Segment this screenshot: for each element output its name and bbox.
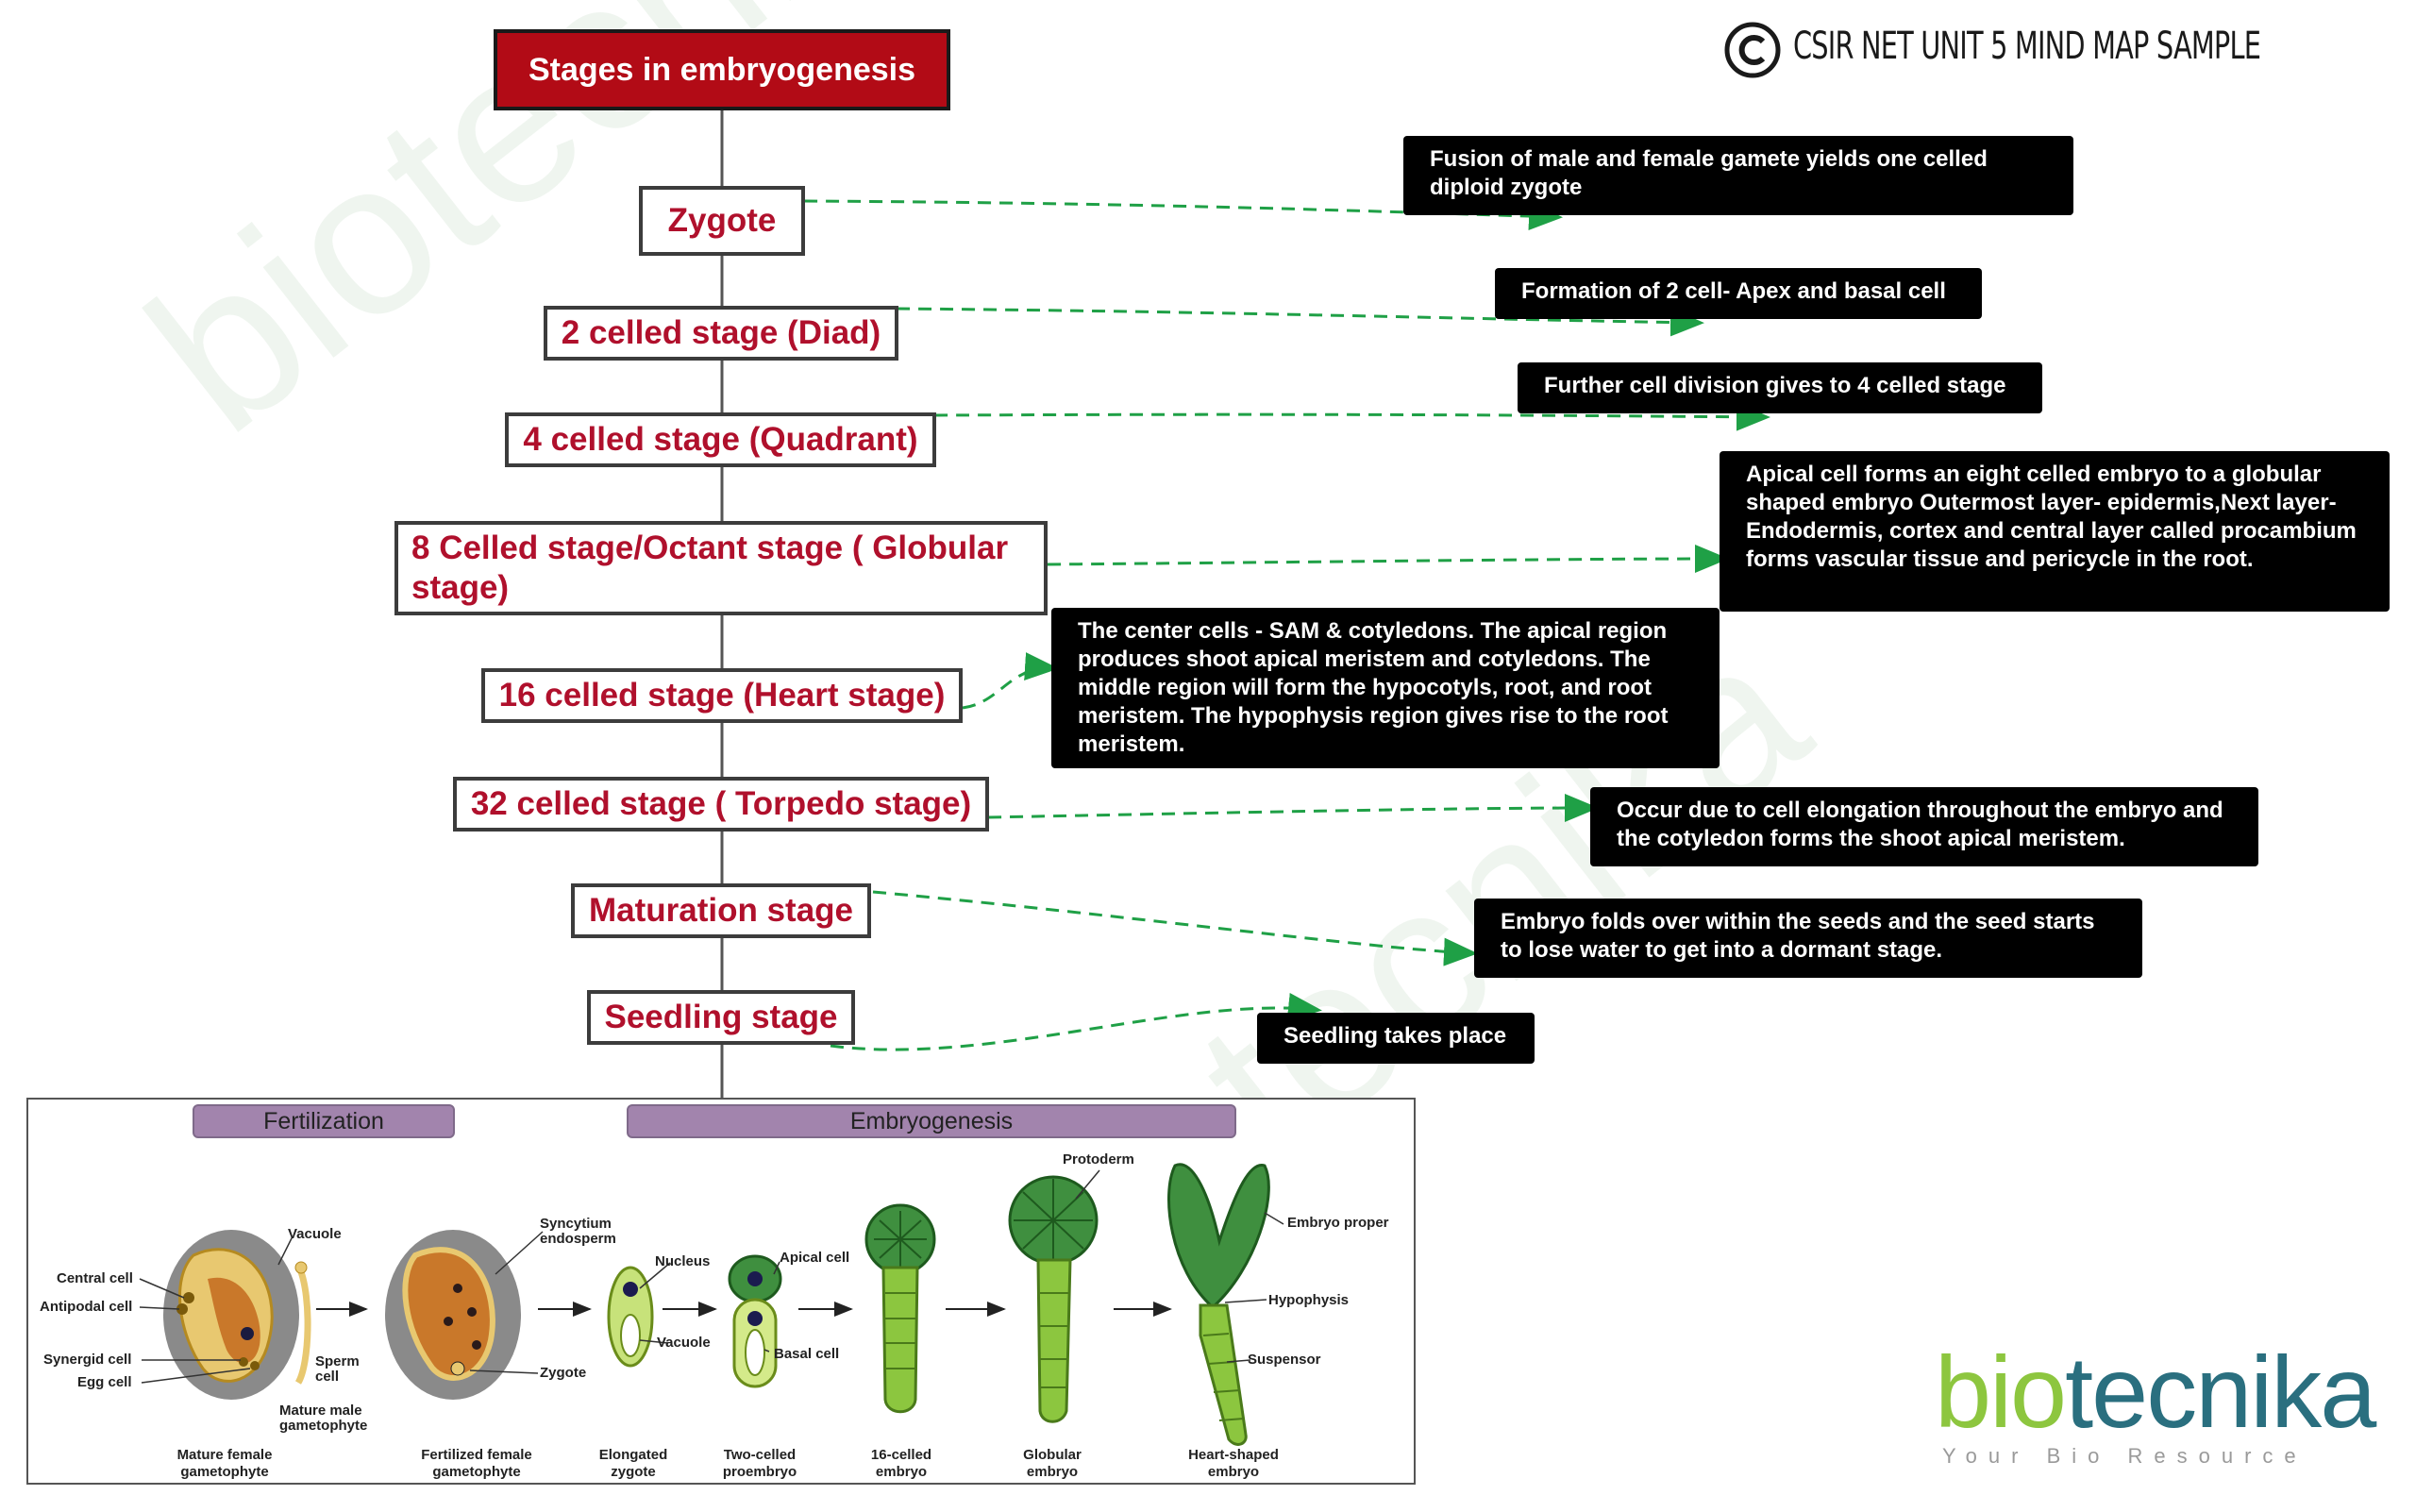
stage-torpedo: 32 celled stage ( Torpedo stage) [453, 777, 989, 832]
label-vacuole: Vacuole [288, 1226, 342, 1242]
logo-part-tecni: tecni [2065, 1335, 2273, 1449]
logo-wordmark: biotecnika [1935, 1340, 2376, 1444]
label-protoderm: Protoderm [1063, 1151, 1134, 1168]
label-syncytium: Syncytium endosperm [540, 1216, 616, 1247]
link-quadrant [933, 402, 1770, 431]
label-nucleus: Nucleus [655, 1253, 711, 1269]
note-seedling: Seedling takes place [1257, 1013, 1535, 1064]
note-diad: Formation of 2 cell- Apex and basal cell [1495, 268, 1982, 319]
note-text: Further cell division gives to 4 celled … [1544, 373, 2006, 398]
note-zygote: Fusion of male and female gamete yields … [1403, 136, 2073, 215]
caption-heart-shaped: Heart-shaped embryo [1188, 1447, 1279, 1480]
stage-label: Maturation stage [588, 892, 854, 929]
stage-label: 16 celled stage (Heart stage) [498, 677, 946, 714]
link-seedling [830, 993, 1322, 1051]
link-heart [962, 652, 1059, 710]
label-embryo-proper: Embryo proper [1287, 1215, 1389, 1231]
fertilization-header: Fertilization [193, 1104, 455, 1138]
globular-embryo-drawing [1008, 1175, 1099, 1423]
sixteen-celled-embryo-drawing [864, 1203, 936, 1414]
note-octant: Apical cell forms an eight celled embryo… [1720, 451, 2390, 612]
heart-shaped-embryo-drawing [1166, 1163, 1270, 1446]
embryogenesis-figure: Fertilization Embryogenesis [26, 1098, 1416, 1485]
label-antipodal-cell: Antipodal cell [40, 1299, 133, 1315]
link-maturation [872, 890, 1478, 966]
embryo-illustrations [139, 1163, 1284, 1446]
stage-label: Seedling stage [604, 999, 838, 1035]
label-suspensor: Suspensor [1248, 1352, 1321, 1368]
note-quadrant: Further cell division gives to 4 celled … [1518, 362, 2042, 413]
caption-elongated-zygote: Elongated zygote [598, 1447, 668, 1480]
two-celled-proembryo-drawing [728, 1254, 782, 1388]
caption-mature-female: Mature female gametophyte [176, 1447, 273, 1480]
label-hypophysis: Hypophysis [1268, 1292, 1350, 1308]
biotecnika-logo: biotecnika Your Bio Resource [1935, 1340, 2376, 1469]
fertilized-female-gametophyte-drawing [385, 1230, 521, 1400]
brand-title: CSIR NET UNIT 5 MIND MAP SAMPLE [1793, 25, 2261, 68]
stage-label: Zygote [667, 202, 777, 239]
label-central-cell: Central cell [57, 1270, 133, 1286]
fertilization-label: Fertilization [263, 1107, 384, 1134]
stage-label: 2 celled stage (Diad) [561, 314, 881, 351]
caption-two-celled: Two-celled proembryo [722, 1447, 797, 1480]
logo-part-bio: bio [1935, 1335, 2067, 1449]
label-vacuole-2: Vacuole [657, 1335, 711, 1351]
stage-quadrant: 4 celled stage (Quadrant) [505, 412, 936, 467]
root-title-box: Stages in embryogenesis [494, 29, 950, 110]
logo-part-ka: ka [2271, 1335, 2376, 1449]
caption-fertilized-female: Fertilized female gametophyte [421, 1447, 532, 1480]
link-octant [1047, 545, 1729, 574]
stage-heart: 16 celled stage (Heart stage) [481, 668, 963, 723]
stage-label: 32 celled stage ( Torpedo stage) [470, 785, 972, 822]
embryogenesis-header: Embryogenesis [627, 1104, 1236, 1138]
logo-tagline: Your Bio Resource [1942, 1444, 2307, 1468]
label-mature-male: Mature male gametophyte [279, 1403, 368, 1434]
label-zygote: Zygote [540, 1365, 587, 1381]
note-maturation: Embryo folds over within the seeds and t… [1474, 899, 2142, 978]
mature-female-gametophyte-drawing [163, 1230, 311, 1400]
label-apical-cell: Apical cell [780, 1250, 850, 1266]
label-egg-cell: Egg cell [77, 1374, 132, 1390]
copyright-icon [1724, 22, 1781, 78]
note-text: Seedling takes place [1284, 1023, 1507, 1049]
elongated-zygote-drawing [607, 1266, 654, 1368]
stage-label: 8 Celled stage/Octant stage ( Globular s… [411, 529, 1009, 606]
stage-zygote: Zygote [639, 186, 805, 256]
stage-label: 4 celled stage (Quadrant) [523, 421, 918, 458]
caption-globular: Globular embryo [1023, 1447, 1082, 1480]
stage-octant: 8 Celled stage/Octant stage ( Globular s… [394, 521, 1048, 615]
note-text: Occur due to cell elongation throughout … [1617, 798, 2223, 851]
stage-diad: 2 celled stage (Diad) [544, 306, 898, 361]
note-text: Fusion of male and female gamete yields … [1430, 146, 1988, 200]
stage-maturation: Maturation stage [571, 883, 871, 938]
note-text: Formation of 2 cell- Apex and basal cell [1521, 278, 1946, 304]
root-title: Stages in embryogenesis [528, 51, 916, 88]
label-basal-cell: Basal cell [774, 1346, 840, 1362]
note-heart: The center cells - SAM & cotyledons. The… [1051, 608, 1720, 768]
link-torpedo [987, 794, 1599, 823]
note-torpedo: Occur due to cell elongation throughout … [1590, 787, 2258, 866]
note-text: The center cells - SAM & cotyledons. The… [1078, 618, 1669, 757]
label-synergid-cell: Synergid cell [43, 1352, 132, 1368]
stage-seedling: Seedling stage [587, 990, 855, 1045]
caption-sixteen-celled: 16-celled embryo [870, 1447, 932, 1480]
label-sperm-cell: Sperm cell [315, 1353, 360, 1385]
note-text: Apical cell forms an eight celled embryo… [1746, 462, 2357, 572]
embryogenesis-label: Embryogenesis [849, 1107, 1014, 1134]
note-text: Embryo folds over within the seeds and t… [1501, 909, 2095, 963]
